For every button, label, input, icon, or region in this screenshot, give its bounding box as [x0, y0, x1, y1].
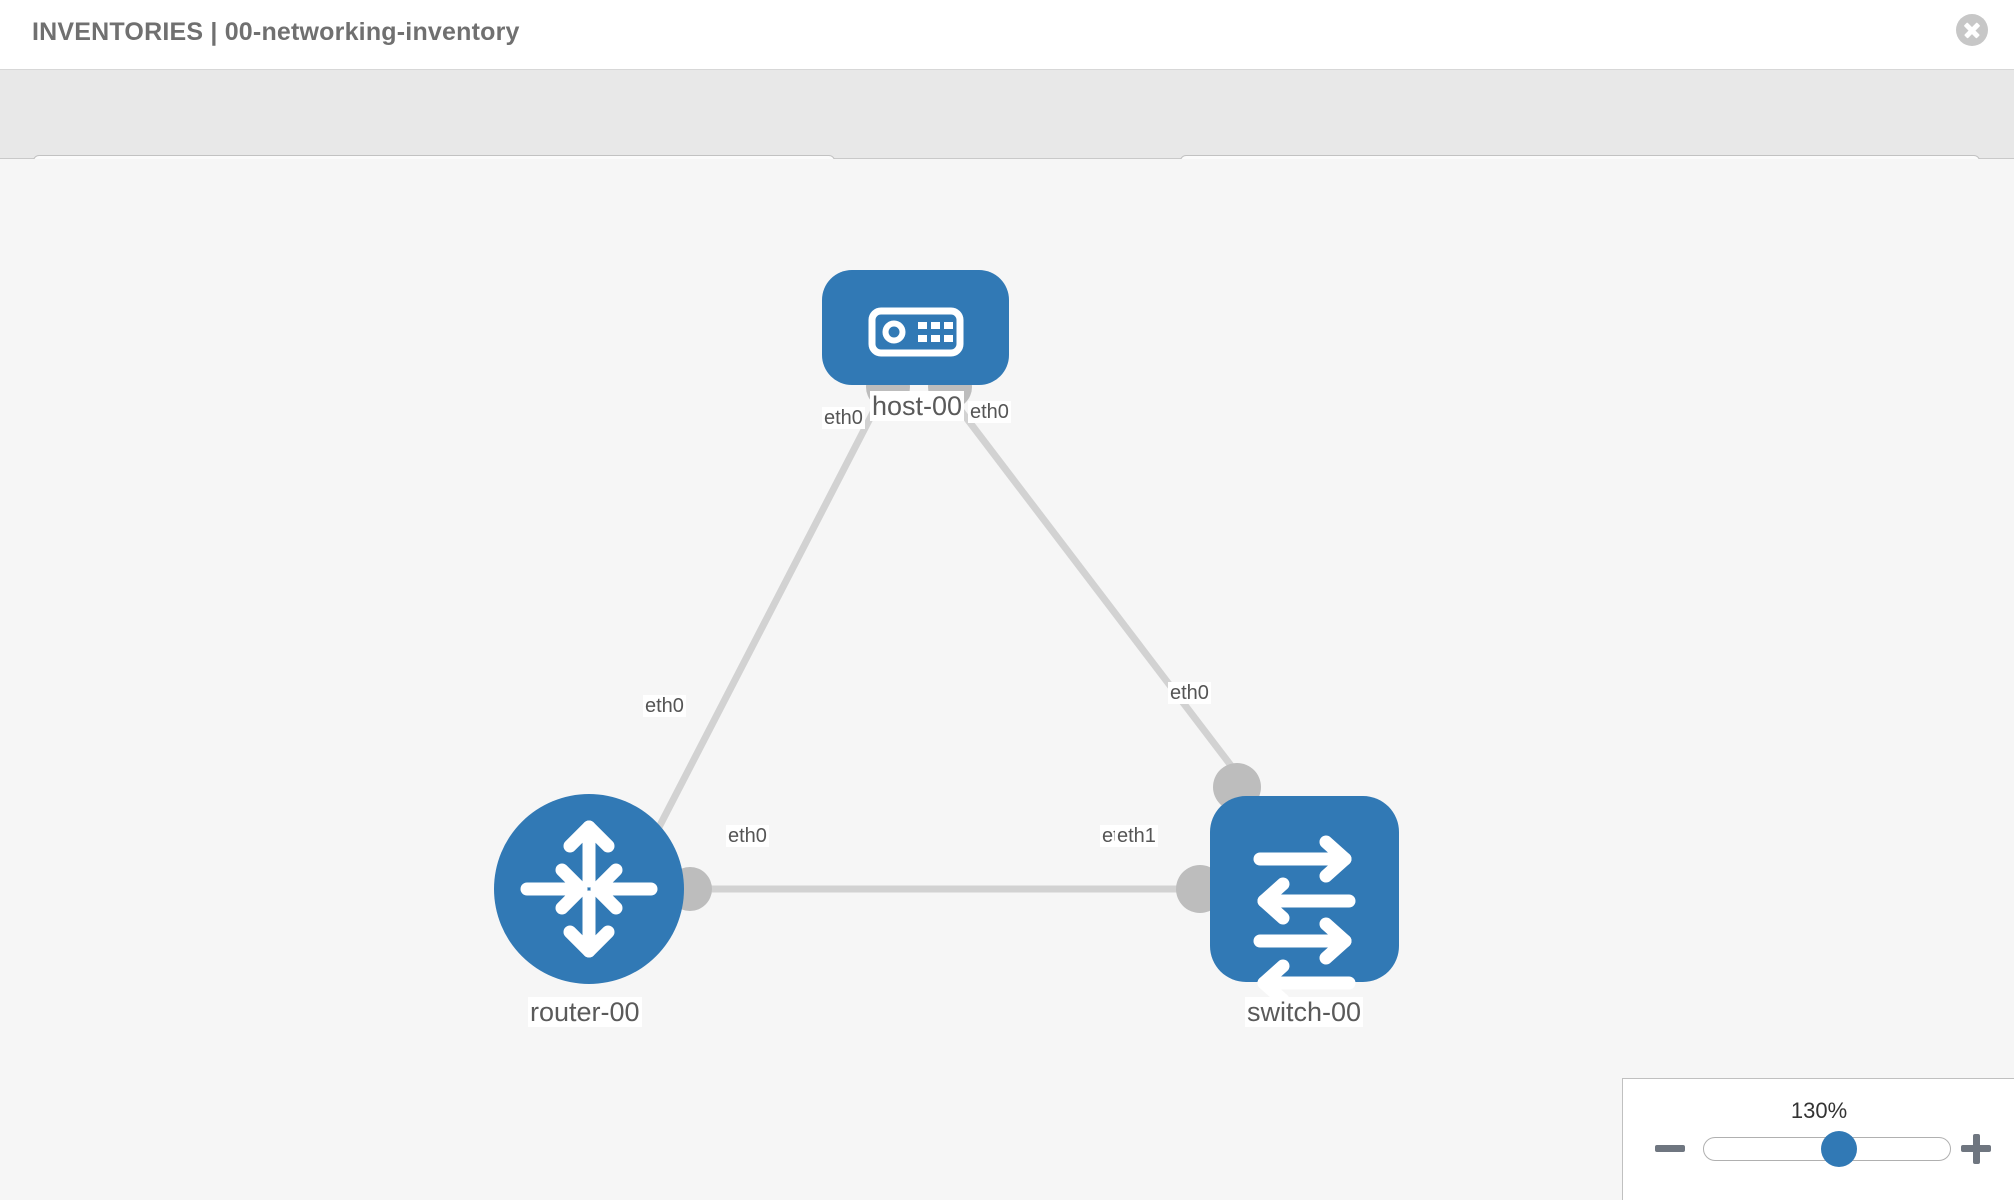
topology-canvas[interactable]: host-00 router-00 switch-00 eth0 eth0 et… — [0, 159, 2014, 1200]
close-icon[interactable] — [1956, 14, 1988, 46]
zoom-control-panel: 130% — [1622, 1078, 2014, 1200]
edge-group — [636, 396, 1248, 893]
edge-host00-switch00[interactable] — [949, 396, 1248, 787]
edge-label-host00-right-port: eth0 — [968, 401, 1011, 424]
node-switch-00-shape[interactable] — [1210, 796, 1399, 982]
edge-host00-router00[interactable] — [636, 397, 884, 866]
node-router-00-shape[interactable] — [494, 794, 684, 984]
node-switch-00[interactable] — [1210, 796, 1399, 1007]
edge-label-switch00-left-port-b: eth1 — [1115, 825, 1158, 848]
node-label-router-00: router-00 — [528, 997, 642, 1028]
toolbar: ACTIONS SEARCH — [0, 70, 2014, 209]
zoom-out-button[interactable] — [1653, 1131, 1687, 1165]
edge-label-switch00-up-port: eth0 — [1168, 682, 1211, 705]
switch-icon — [1253, 835, 1356, 1007]
node-host-00[interactable] — [822, 270, 1009, 385]
edge-label-host00-left-port: eth0 — [822, 407, 865, 430]
router-icon — [520, 820, 658, 958]
minus-icon — [1655, 1145, 1685, 1152]
plus-icon-vertical — [1972, 1133, 1980, 1164]
server-icon — [868, 307, 964, 357]
edge-label-router00-up-port: eth0 — [643, 695, 686, 718]
node-label-switch-00: switch-00 — [1245, 997, 1364, 1028]
edge-label-router00-right-port: eth0 — [726, 825, 769, 848]
topology-graph[interactable] — [0, 159, 2014, 1200]
page-header: INVENTORIES | 00-networking-inventory — [0, 0, 2014, 70]
node-label-host-00: host-00 — [870, 391, 965, 422]
zoom-in-button[interactable] — [1959, 1131, 1993, 1165]
zoom-slider-thumb[interactable] — [1821, 1131, 1857, 1167]
zoom-percent-label: 130% — [1790, 1098, 1848, 1123]
node-router-00[interactable] — [494, 794, 684, 984]
page-title: INVENTORIES | 00-networking-inventory — [32, 18, 520, 46]
node-host-00-shape[interactable] — [822, 270, 1009, 385]
